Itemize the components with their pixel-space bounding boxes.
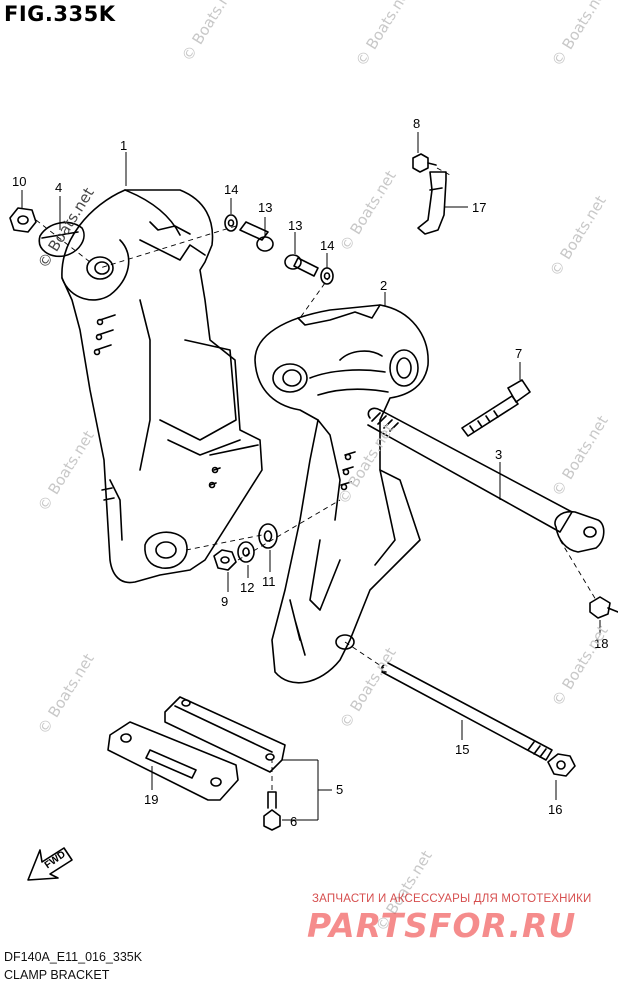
leader-lines — [21, 132, 601, 821]
part-11-washer[interactable] — [258, 523, 278, 549]
callout-13-lower: 13 — [288, 218, 302, 233]
part-13-screw-upper[interactable] — [239, 221, 274, 252]
part-15-shaft[interactable] — [381, 662, 553, 761]
callout-4: 4 — [55, 180, 62, 195]
callout-14-upper: 14 — [224, 182, 238, 197]
callout-9: 9 — [221, 594, 228, 609]
callout-7: 7 — [515, 346, 522, 361]
part-1-clamp-bracket-left[interactable] — [61, 189, 263, 584]
callout-8: 8 — [413, 116, 420, 131]
callout-labels: 1 2 3 4 5 6 7 8 9 10 11 12 13 13 14 14 1… — [12, 116, 608, 871]
callout-16: 16 — [548, 802, 562, 817]
part-7-bolt[interactable] — [461, 379, 531, 437]
part-14-washer-lower[interactable] — [320, 267, 334, 285]
forward-arrow-icon — [27, 847, 73, 881]
callout-14-lower: 14 — [320, 238, 334, 253]
callout-19: 19 — [144, 792, 158, 807]
part-16-nut[interactable] — [547, 753, 576, 777]
callout-17: 17 — [472, 200, 486, 215]
callout-15: 15 — [455, 742, 469, 757]
figure-title: FIG.335K — [4, 2, 116, 26]
callout-12: 12 — [240, 580, 254, 595]
callout-11: 11 — [262, 574, 276, 589]
part-14-washer-upper[interactable] — [224, 214, 238, 232]
callout-10: 10 — [12, 174, 26, 189]
part-12-washer[interactable] — [237, 541, 255, 563]
part-9-nut[interactable] — [213, 549, 237, 571]
figure-name: CLAMP BRACKET — [4, 968, 110, 982]
callout-3: 3 — [495, 447, 502, 462]
callout-5: 5 — [336, 782, 343, 797]
part-19-plate[interactable] — [107, 721, 239, 801]
shop-tagline: ЗАПЧАСТИ И АКСЕССУАРЫ ДЛЯ МОТОТЕХНИКИ — [312, 893, 592, 905]
part-18-bolt[interactable] — [589, 596, 618, 619]
part-3-tilt-tube[interactable] — [367, 407, 605, 553]
callout-18: 18 — [594, 636, 608, 651]
alignment-lines — [35, 167, 597, 790]
shop-logo: PARTSFOR.RU — [307, 906, 577, 945]
callout-2: 2 — [380, 278, 387, 293]
part-2-clamp-bracket-right[interactable] — [254, 304, 429, 684]
callout-1: 1 — [120, 138, 127, 153]
part-10-nut[interactable] — [9, 207, 37, 233]
callout-13-upper: 13 — [258, 200, 272, 215]
callout-6: 6 — [290, 814, 297, 829]
part-13-screw-lower[interactable] — [284, 254, 319, 277]
part-17-clip[interactable] — [417, 171, 447, 235]
part-6-screw[interactable] — [263, 791, 281, 831]
figure-model-code: DF140A_E11_016_335K — [4, 950, 143, 964]
part-8-bolt[interactable] — [412, 153, 437, 173]
